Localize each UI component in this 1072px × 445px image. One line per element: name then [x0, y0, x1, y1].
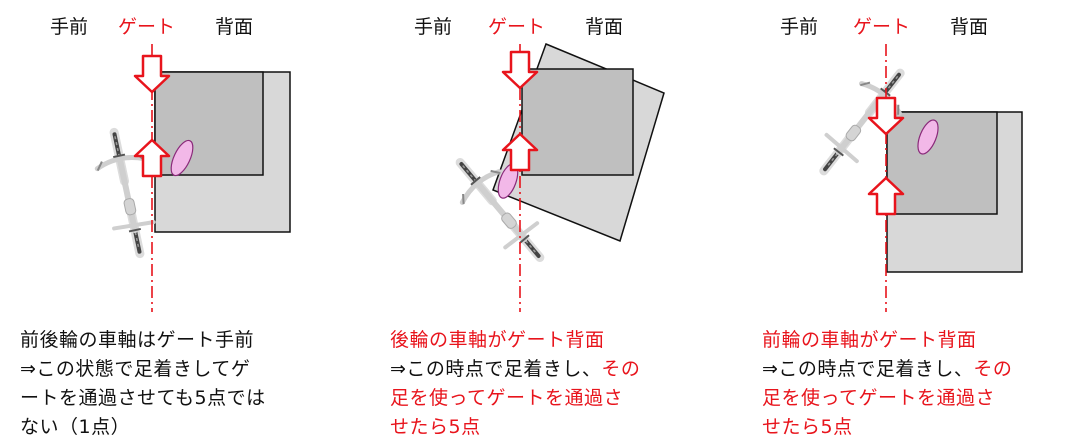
front-shape [521, 68, 634, 176]
panel-2-diagram [442, 43, 665, 312]
label-back: 背面 [215, 16, 254, 38]
caption-line: ートを通過させても5点では [20, 387, 266, 409]
caption-line: 後輪の車軸がゲート背面 [390, 329, 605, 351]
label-back: 背面 [950, 16, 989, 38]
label-back: 背面 [585, 16, 624, 38]
label-front: 手前 [414, 16, 453, 38]
caption-line: せたら5点 [762, 416, 853, 438]
panel-3-diagram [805, 44, 1023, 312]
front-shape [886, 111, 998, 215]
caption-line: ⇒この状態で足着きしてゲ [20, 358, 251, 380]
label-front: 手前 [780, 16, 819, 38]
panel-1-caption: 前後輪の車軸はゲート手前 ⇒この状態で足着きしてゲ ートを通過させても5点では … [20, 326, 266, 442]
caption-line: 前後輪の車軸はゲート手前 [20, 329, 255, 351]
label-gate: ゲート [853, 16, 911, 38]
label-gate: ゲート [118, 16, 176, 38]
label-gate: ゲート [488, 16, 546, 38]
caption-line: せたら5点 [390, 416, 481, 438]
front-shape [154, 71, 264, 176]
foot-ellipse [170, 139, 194, 177]
caption-line: ない（1点） [20, 416, 131, 438]
foot-ellipse [917, 119, 939, 155]
caption-line: ⇒この時点で足着きし、その [762, 358, 1013, 380]
caption-line: ⇒この時点で足着きし、その [390, 358, 641, 380]
panel-3-caption: 前輪の車軸がゲート背面 ⇒この時点で足着きし、その 足を使ってゲートを通過さ せ… [762, 326, 1012, 442]
panel-1-diagram [91, 44, 291, 312]
caption-line: 足を使ってゲートを通過さ [762, 387, 996, 409]
caption-line: 足を使ってゲートを通過さ [390, 387, 624, 409]
caption-line: 前輪の車軸がゲート背面 [762, 329, 977, 351]
label-front: 手前 [50, 16, 89, 38]
panel-2-caption: 後輪の車軸がゲート背面 ⇒この時点で足着きし、その 足を使ってゲートを通過さ せ… [390, 326, 640, 442]
